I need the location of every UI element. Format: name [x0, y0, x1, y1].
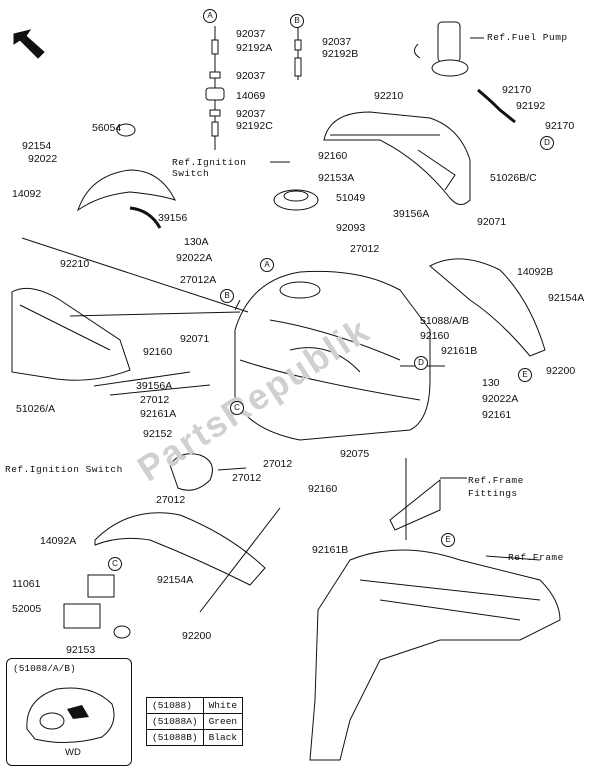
label-56054: 56054 [92, 122, 122, 134]
inset-tank-illustration [26, 687, 115, 744]
marker-c: C [230, 401, 244, 415]
label-92093: 92093 [336, 222, 366, 234]
label-92022: 92022 [28, 153, 58, 165]
label-92192b: 92192B [322, 48, 359, 60]
label-51049: 51049 [336, 192, 366, 204]
label-14092: 14092 [12, 188, 42, 200]
ref-ignition-switch: Ref.Ignition Switch [172, 157, 247, 179]
ref-fuel-pump: Ref.Fuel Pump [487, 32, 568, 43]
label-92200: 92200 [182, 630, 212, 642]
label-92160: 92160 [318, 150, 348, 162]
label-39156a: 39156A [393, 208, 430, 220]
label-92154: 92154 [22, 140, 52, 152]
label-92154a: 92154A [548, 292, 585, 304]
marker-d: D [414, 356, 428, 370]
label-92022a: 92022A [176, 252, 213, 264]
legend-row: (51088) White [146, 697, 244, 714]
label-92071: 92071 [180, 333, 210, 345]
ref-frame: Ref.Frame [508, 552, 564, 563]
label-14092a: 14092A [40, 535, 77, 547]
label-92152: 92152 [143, 428, 173, 440]
legend-color: Green [202, 713, 244, 730]
legend-color: Black [202, 729, 244, 746]
label-92161b: 92161B [312, 544, 349, 556]
label-27012a: 27012A [180, 274, 217, 286]
label-92154a: 92154A [157, 574, 194, 586]
label-92161a: 92161A [140, 408, 177, 420]
label-92153: 92153 [66, 644, 96, 656]
inset-note: WD [65, 747, 81, 758]
label-11061: 11061 [12, 578, 41, 590]
inset-code: (51088/A/B) [13, 663, 76, 674]
label-92071: 92071 [477, 216, 507, 228]
label-92170: 92170 [545, 120, 575, 132]
marker-b: B [290, 14, 304, 28]
label-92161b: 92161B [441, 345, 478, 357]
label-51026a: 51026/A [16, 403, 56, 415]
label-92160: 92160 [420, 330, 450, 342]
cover-51026a [11, 287, 131, 381]
label-92037: 92037 [236, 28, 266, 40]
label-51026bc: 51026B/C [490, 172, 537, 184]
label-39156a: 39156A [136, 380, 173, 392]
label-14092b: 14092B [517, 266, 554, 278]
marker-d: D [540, 136, 554, 150]
ref-ignition-switch: Ref.Ignition Switch [5, 464, 123, 475]
label-92170: 92170 [502, 84, 532, 96]
cover-14092b [429, 258, 546, 357]
label-27012: 27012 [232, 472, 262, 484]
legend-code: (51088) [146, 697, 204, 714]
label-130: 130 [482, 377, 500, 389]
label-92037: 92037 [236, 108, 266, 120]
label-92210: 92210 [374, 90, 404, 102]
legend-row: (51088B) Black [146, 729, 244, 746]
fuel-tank [234, 270, 431, 441]
label-92161: 92161 [482, 409, 512, 421]
frame [309, 549, 561, 761]
label-27012: 27012 [140, 394, 170, 406]
marker-b: B [220, 289, 234, 303]
marker-a: A [260, 258, 274, 272]
label-27012: 27012 [263, 458, 293, 470]
label-39156: 39156 [158, 212, 188, 224]
label-92037: 92037 [236, 70, 266, 82]
label-92022a: 92022A [482, 393, 519, 405]
marker-e: E [518, 368, 532, 382]
legend-color: White [202, 697, 244, 714]
label-52005: 52005 [12, 603, 42, 615]
variant-inset: (51088/A/B) WD [6, 658, 132, 766]
label-92210: 92210 [60, 258, 90, 270]
label-51088ab: 51088/A/B [420, 315, 470, 327]
cover-14092a [94, 512, 266, 586]
label-27012: 27012 [350, 243, 380, 255]
legend-row: (51088A) Green [146, 713, 244, 730]
label-92037: 92037 [322, 36, 352, 48]
color-legend: (51088) White (51088A) Green (51088B) Bl… [146, 697, 244, 746]
ref-frame-fittings: Ref.Frame Fittings [468, 475, 524, 499]
marker-e: E [441, 533, 455, 547]
label-92075: 92075 [340, 448, 370, 460]
marker-c: C [108, 557, 122, 571]
label-14069: 14069 [236, 90, 266, 102]
marker-a: A [203, 9, 217, 23]
label-27012: 27012 [156, 494, 186, 506]
label-92153a: 92153A [318, 172, 355, 184]
label-130a: 130A [184, 236, 209, 248]
legend-code: (51088B) [146, 729, 204, 746]
label-92160: 92160 [143, 346, 173, 358]
legend-code: (51088A) [146, 713, 204, 730]
label-92160: 92160 [308, 483, 338, 495]
label-92192c: 92192C [236, 120, 273, 132]
label-92192a: 92192A [236, 42, 273, 54]
label-92200: 92200 [546, 365, 576, 377]
label-92192: 92192 [516, 100, 546, 112]
front-arrow-icon [13, 29, 45, 59]
